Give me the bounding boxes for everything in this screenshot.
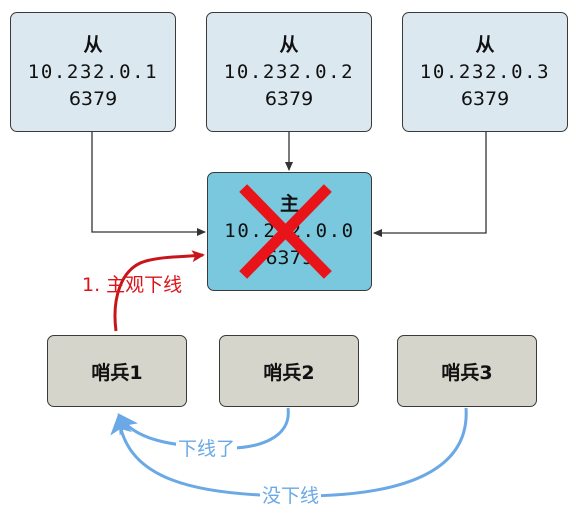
sentinel-node-2: 哨兵2 <box>219 335 359 407</box>
slave-role: 从 <box>279 33 299 56</box>
slave-node-3: 从 10.232.0.3 6379 <box>402 12 568 132</box>
slave-node-2: 从 10.232.0.2 6379 <box>206 12 372 132</box>
sentinel-label: 哨兵2 <box>263 361 315 384</box>
sentinel-node-1: 哨兵1 <box>47 335 187 407</box>
master-role: 主 <box>279 193 299 215</box>
slave-port: 6379 <box>68 87 118 110</box>
subjective-down-arrow <box>113 250 205 332</box>
slave-port: 6379 <box>264 87 314 110</box>
connector-slave1-master <box>91 132 206 236</box>
slave-ip: 10.232.0.1 <box>27 60 159 83</box>
not-down-label: 没下线 <box>260 481 322 508</box>
slave-node-1: 从 10.232.0.1 6379 <box>10 12 176 132</box>
slave-role: 从 <box>83 33 103 56</box>
sentinel-label: 哨兵3 <box>441 361 493 384</box>
sentinel-node-3: 哨兵3 <box>397 335 537 407</box>
slave-port: 6379 <box>460 87 510 110</box>
connector-slave3-master <box>373 132 487 237</box>
sentinel-label: 哨兵1 <box>91 361 143 384</box>
went-down-label: 下线了 <box>176 434 238 461</box>
subjective-down-label: 1. 主观下线 <box>82 274 183 296</box>
slave-role: 从 <box>475 33 495 56</box>
slave-ip: 10.232.0.3 <box>419 60 551 83</box>
slave-ip: 10.232.0.2 <box>223 60 355 83</box>
